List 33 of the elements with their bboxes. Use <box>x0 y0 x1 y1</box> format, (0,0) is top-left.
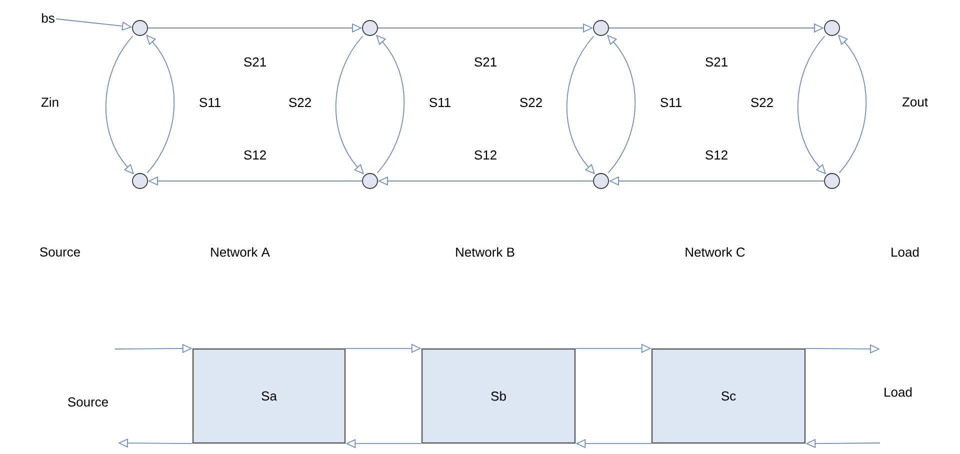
port-circle <box>132 173 148 189</box>
text-label: Network C <box>686 247 745 257</box>
block-box: Sb <box>421 348 576 444</box>
port-circle <box>362 173 378 189</box>
edge-label: S12 <box>244 150 266 160</box>
edge-label: S11 <box>430 98 450 108</box>
edge-label: S22 <box>520 98 542 108</box>
port-circle <box>824 20 840 36</box>
port-circle <box>593 20 609 36</box>
edge-label: S12 <box>474 150 496 160</box>
edge-label: S11 <box>660 98 682 108</box>
text-label: Source <box>40 247 80 257</box>
signal-label: bs <box>42 13 54 23</box>
port-circle <box>132 20 148 36</box>
edge-label: S22 <box>289 98 311 108</box>
text-label: Zin <box>41 97 58 107</box>
block-box: Sc <box>651 348 806 444</box>
text-label: Zout <box>902 97 928 107</box>
edge-label: S21 <box>474 57 496 67</box>
edge-label: S22 <box>751 98 773 108</box>
text-label: Network B <box>456 247 514 257</box>
block-box: Sa <box>192 348 346 444</box>
edge-label: S21 <box>706 57 728 67</box>
edge-label: S21 <box>244 57 266 67</box>
text-label: Source <box>68 397 108 407</box>
text-label: Load <box>892 247 919 257</box>
edge-label: S11 <box>200 98 220 108</box>
port-circle <box>362 20 378 36</box>
text-label: Load <box>884 387 912 397</box>
port-circle <box>593 173 609 189</box>
edge-label: S12 <box>706 150 728 160</box>
text-label: Network A <box>211 247 270 257</box>
port-circle <box>824 173 840 189</box>
